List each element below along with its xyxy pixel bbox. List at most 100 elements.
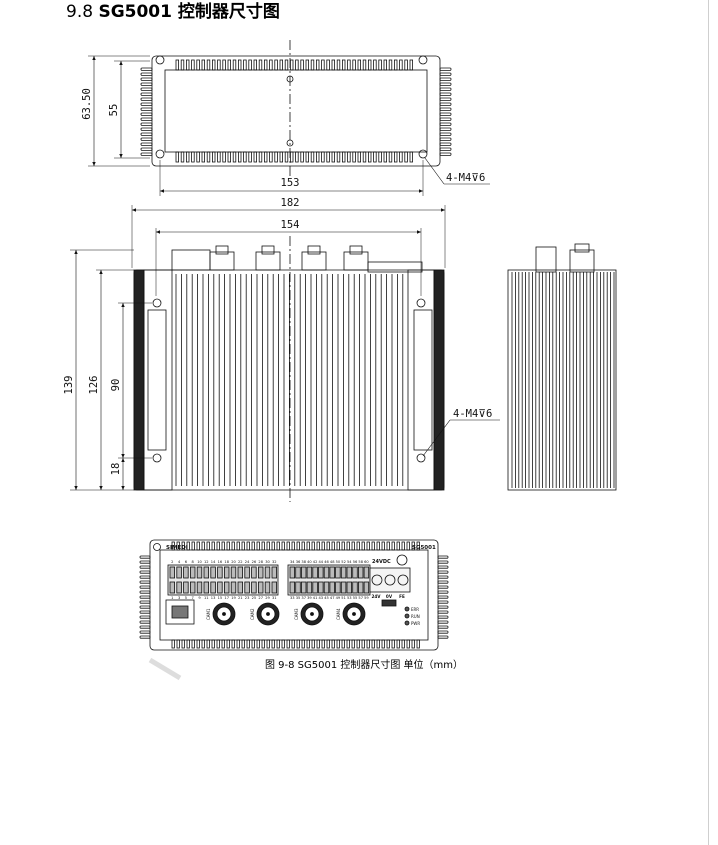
fin [258,59,263,71]
fin [226,541,230,551]
terminal-bottom [289,581,295,594]
dim-outer-height: 63.50 [81,88,93,120]
fin [411,639,415,649]
camera-connectors [212,602,366,626]
fin [241,639,245,649]
io-label-top: 6 [185,560,188,564]
io-label-top: 58 [358,560,363,564]
fin [206,541,210,551]
m12-pin [352,612,356,616]
fin [439,142,452,146]
fin [180,59,185,71]
terminal-top [223,566,230,579]
terminal-bottom [363,581,370,594]
terminal-bottom [295,581,301,594]
fin [237,59,242,71]
fin [439,152,452,156]
fin [437,590,449,594]
io-label-top: 20 [231,560,236,564]
power-terminal-label: FE [399,594,405,599]
led-label: ERR [411,607,419,612]
connector-body [343,251,369,271]
fin [217,59,221,71]
fin [171,639,175,649]
io-label-bottom: 27 [258,596,263,600]
io-label-top: 42 [313,560,318,564]
fin [139,625,151,629]
fin [139,580,151,584]
fin [140,92,153,96]
fin [352,151,356,163]
terminal-bottom [318,581,324,594]
fin [439,107,452,111]
cam-label: CAM1 [206,608,211,620]
fin [391,639,395,649]
io-label-top: 14 [211,560,216,564]
top-view [88,40,490,196]
io-label-bottom: 29 [265,596,270,600]
fin [336,639,340,649]
model-label: SG5001 [412,545,436,551]
terminal-top [169,566,175,579]
section-heading: 9.8 SG5001 控制器尺寸图 [66,2,280,22]
io-label-top: 52 [341,560,346,564]
terminal-top [244,566,250,579]
fin [139,590,151,594]
fin [439,117,452,121]
top-screw-note: 4-M4⊽6 [446,172,485,184]
io-label-top: 26 [252,560,257,564]
fin [401,541,405,551]
fin [409,59,413,71]
fin [211,639,215,649]
fin [386,541,390,551]
fin [373,151,377,163]
io-label-top: 30 [265,560,270,564]
io-label-top: 32 [272,560,277,564]
fin [378,59,382,71]
fin [176,639,180,649]
panel-view [139,539,449,681]
terminal-bottom [271,581,277,594]
fin [191,541,195,551]
fin [274,151,278,163]
fin [439,87,452,91]
fin [362,151,367,163]
fin [437,560,449,564]
terminal-top [306,566,313,579]
terminal-top [363,566,370,579]
fin [383,59,387,71]
fin [439,77,452,81]
io-label-bottom: 55 [353,596,358,600]
fin [139,600,151,604]
fin [331,639,335,649]
fin [279,151,283,163]
connector-cap [215,245,229,255]
terminal-top [323,566,330,579]
fin [237,151,242,163]
fin [437,570,449,574]
fin [140,117,153,121]
fin [346,541,350,551]
io-label-bottom: 9 [198,596,201,600]
fin [274,59,278,71]
fin [289,151,294,163]
terminal-bottom [340,581,347,594]
fin [347,151,351,163]
io-label-bottom: 1 [171,596,173,600]
io-label-bottom: 57 [358,596,363,600]
fin [139,560,151,564]
fin [186,541,190,551]
fin [295,59,299,71]
terminal-bottom [306,581,313,594]
fin [140,122,153,126]
top-fins [175,59,413,71]
fin [411,541,415,551]
fin [391,541,395,551]
fin [439,147,452,151]
fin [246,541,250,551]
fin [437,585,449,589]
fin [248,151,252,163]
fin [139,575,151,579]
